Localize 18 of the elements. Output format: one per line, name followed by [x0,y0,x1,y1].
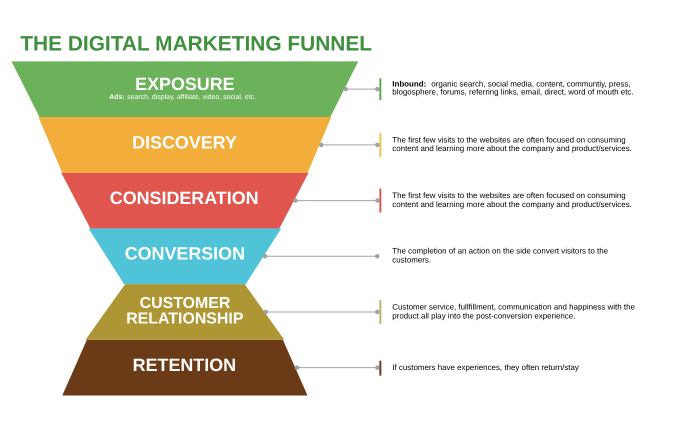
diagram-title: THE DIGITAL MARKETING FUNNEL [20,32,372,56]
node-box [379,188,382,212]
node-box [379,300,382,324]
connector [294,365,380,370]
connector [293,198,380,203]
node-label: The first few visits to the websites are often focused on consuming content and learning more about the company and product/services. [392,190,632,209]
node-box [379,78,382,100]
connector [318,142,380,148]
connector [264,310,380,314]
node-text: The completion of an action on the side convert visitors to the customers. [392,246,608,265]
connector [343,86,380,92]
connector [262,254,380,259]
node-label: The first few visits to the websites are often focused on consuming content and learning more about the company and product/services. [392,135,632,154]
node-label: Customer service, fullfillment, communication and happiness with the product all play into the post-conversion experience. [392,302,635,320]
node-box [379,360,382,376]
node-box [379,132,382,157]
node-label: If customers have experiences, they often return/stay [392,363,579,372]
node-label: Inbound: organic search, social media, content, communtiy, press, blogosphere, forums, referring links, email, direct, word of mouth etc. [392,80,634,97]
